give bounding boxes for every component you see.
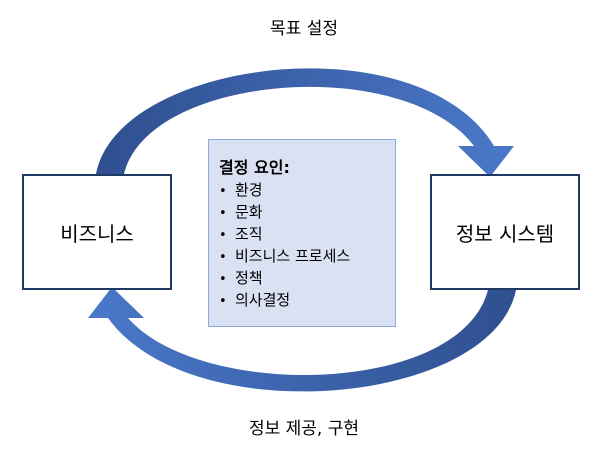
bullet-icon: •	[219, 206, 227, 221]
determinant-label: 문화	[235, 203, 263, 221]
bottom-cycle-arrow	[88, 287, 516, 392]
bullet-icon: •	[219, 272, 227, 287]
bullet-icon: •	[219, 294, 227, 309]
determinant-item: • 정책	[219, 268, 395, 290]
determinants-panel: 결정 요인: • 환경 • 문화 • 조직 • 비즈니스 프로세스 • 정책 • 의사결정	[208, 139, 396, 327]
determinant-item: • 조직	[219, 224, 395, 246]
determinants-title: 결정 요인:	[219, 158, 290, 177]
business-box-label: 비즈니스	[60, 221, 134, 246]
top-arrow-label: 목표 설정	[270, 19, 338, 39]
determinant-item: • 의사결정	[219, 290, 395, 312]
information-system-box: 정보 시스템	[430, 174, 580, 290]
bullet-icon: •	[219, 184, 227, 199]
determinant-label: 의사결정	[235, 291, 291, 309]
determinants-list: • 환경 • 문화 • 조직 • 비즈니스 프로세스 • 정책 • 의사결정	[219, 180, 395, 312]
determinant-item: • 문화	[219, 202, 395, 224]
bullet-icon: •	[219, 228, 227, 243]
determinant-label: 환경	[235, 181, 263, 199]
bottom-arrow-label: 정보 제공, 구현	[248, 419, 360, 439]
top-cycle-arrow	[96, 68, 514, 177]
determinant-item: • 비즈니스 프로세스	[219, 246, 395, 268]
information-system-box-label: 정보 시스템	[455, 221, 555, 246]
determinant-item: • 환경	[219, 180, 395, 202]
determinant-label: 비즈니스 프로세스	[235, 247, 351, 265]
determinant-label: 조직	[235, 225, 263, 243]
determinant-label: 정책	[235, 269, 263, 287]
bullet-icon: •	[219, 250, 227, 265]
business-box: 비즈니스	[22, 174, 172, 290]
